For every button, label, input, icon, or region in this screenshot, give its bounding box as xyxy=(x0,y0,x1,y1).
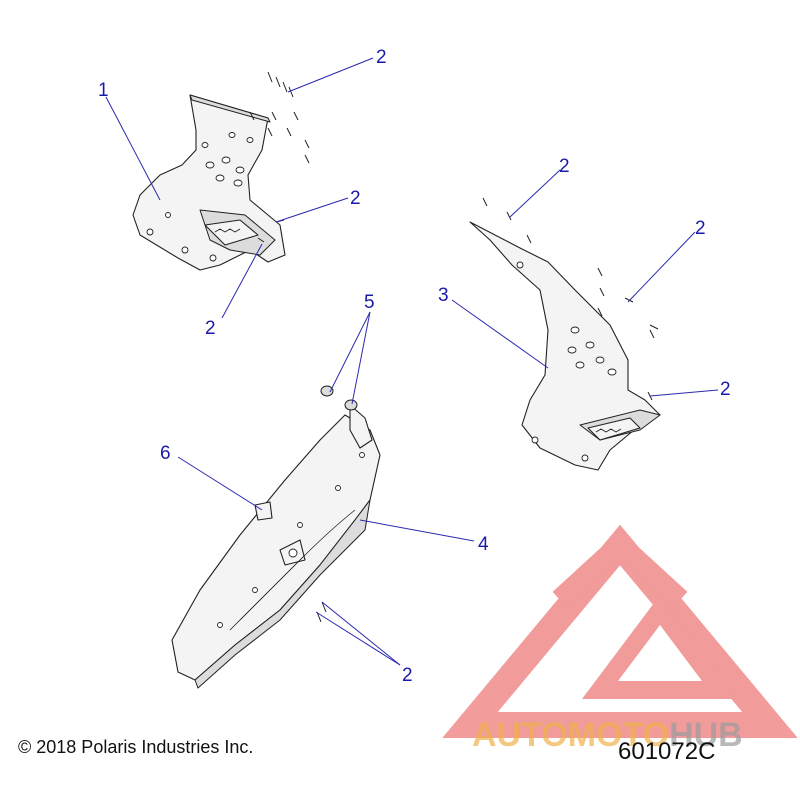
watermark-text-hub: HUB xyxy=(669,716,743,754)
watermark-text: AUTOMOTOHUB xyxy=(472,716,743,755)
callout-2-part1-right: 2 xyxy=(350,188,361,209)
skid-plate-part-4 xyxy=(171,404,381,689)
callout-2-part3-lower: 2 xyxy=(720,379,731,400)
drawing-number: 601072C xyxy=(618,738,716,765)
copyright-notice: © 2018 Polaris Industries Inc. xyxy=(18,737,254,757)
callout-6: 6 xyxy=(160,443,171,464)
callout-labels: 1 2 2 2 2 2 2 3 4 5 6 2 xyxy=(98,47,731,686)
callout-2-top: 2 xyxy=(376,47,387,68)
callout-5: 5 xyxy=(364,292,375,313)
bracket-part-1 xyxy=(132,94,286,271)
bracket-part-3 xyxy=(469,221,661,471)
bolt-group-part-4 xyxy=(316,601,327,623)
leader-lines xyxy=(105,57,719,666)
callout-3: 3 xyxy=(438,285,449,306)
callout-2-part1-bottom: 2 xyxy=(205,318,216,339)
callout-2-part3-top: 2 xyxy=(559,156,570,177)
callout-2-part3-right: 2 xyxy=(695,218,706,239)
bolt-group-part-3 xyxy=(482,197,659,401)
watermark-text-auto: AUTOMOTO xyxy=(472,716,670,754)
callout-2-part4: 2 xyxy=(402,665,413,686)
grommets-part-5 xyxy=(320,385,358,411)
callout-4: 4 xyxy=(478,534,489,555)
watermark-logo xyxy=(442,524,798,738)
callout-1: 1 xyxy=(98,80,109,101)
